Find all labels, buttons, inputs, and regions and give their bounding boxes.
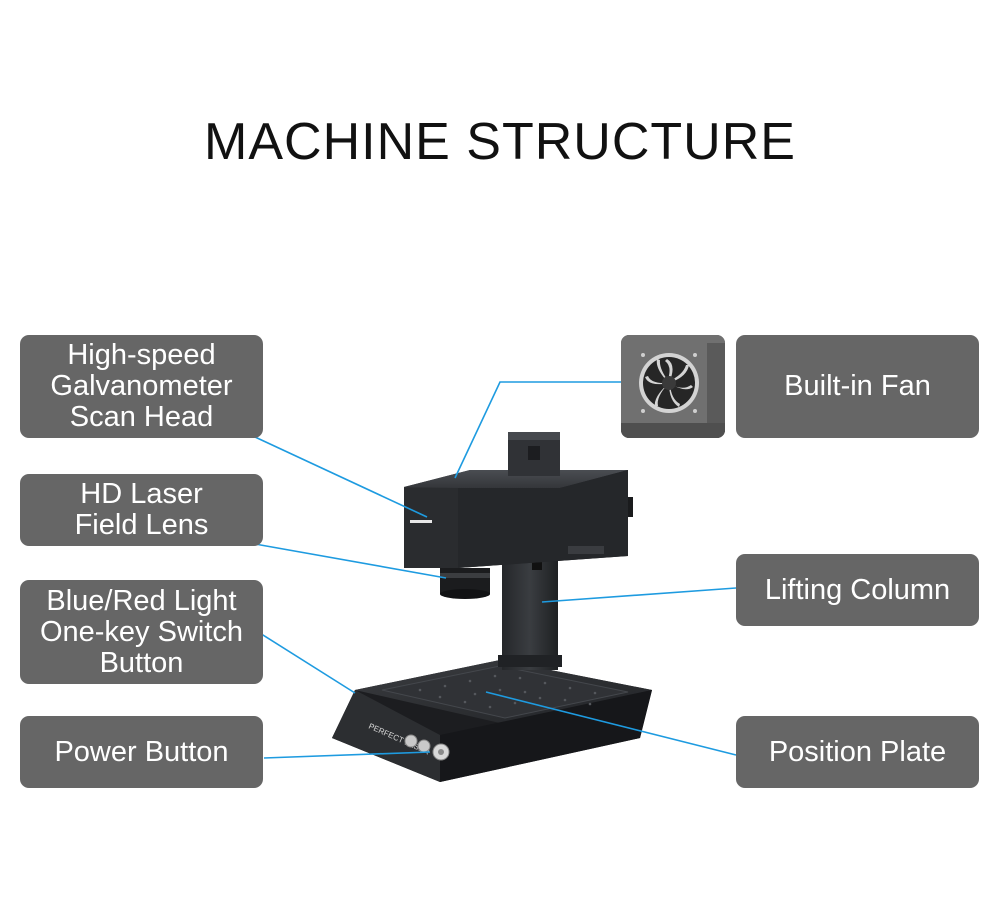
fan-housing bbox=[508, 432, 560, 476]
label-built-in-fan: Built-in Fan bbox=[736, 335, 979, 438]
leader-fan bbox=[454, 381, 621, 479]
fan-icon bbox=[621, 335, 725, 438]
leader-galvo bbox=[254, 436, 428, 518]
leader-plate bbox=[485, 691, 737, 756]
label-galvanometer-scan-head: High-speed Galvanometer Scan Head bbox=[20, 335, 263, 438]
label-position-plate: Position Plate bbox=[736, 716, 979, 788]
lifting-column bbox=[498, 560, 562, 670]
leader-column bbox=[541, 587, 737, 603]
leader-light bbox=[254, 629, 356, 694]
leader-lens bbox=[254, 543, 447, 579]
front-buttons bbox=[404, 734, 450, 761]
label-field-lens: HD Laser Field Lens bbox=[20, 474, 263, 546]
field-lens bbox=[440, 568, 490, 599]
galvo-scan-head bbox=[404, 470, 633, 568]
label-light-switch-button: Blue/Red Light One-key Switch Button bbox=[20, 580, 263, 684]
label-power-button: Power Button bbox=[20, 716, 263, 788]
label-lifting-column: Lifting Column bbox=[736, 554, 979, 626]
fan-thumbnail bbox=[621, 335, 725, 438]
position-plate bbox=[381, 665, 629, 719]
page-title: MACHINE STRUCTURE bbox=[204, 113, 796, 171]
leader-power bbox=[263, 751, 431, 759]
leader-lines bbox=[254, 381, 737, 759]
